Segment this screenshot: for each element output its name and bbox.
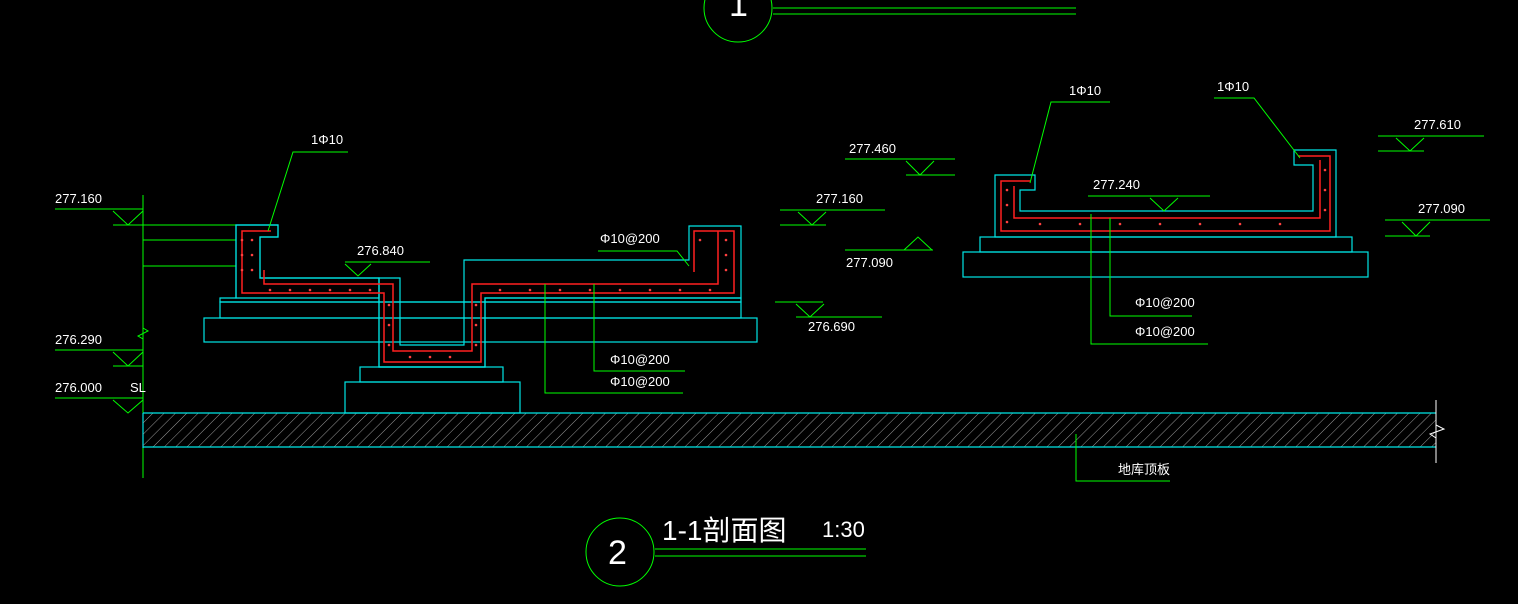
rebar-label: Φ10@200 — [610, 374, 670, 389]
rebar-label: Φ10@200 — [610, 352, 670, 367]
right-section — [962, 97, 1369, 345]
detail-number: 2 — [608, 534, 627, 572]
rebar-label: 1Φ10 — [1217, 79, 1249, 94]
elevation-label: 276.840 — [357, 243, 404, 258]
elevation-label: 277.160 — [55, 191, 102, 206]
slab-label-leader — [1075, 434, 1170, 482]
rebar-label: Φ10@200 — [600, 231, 660, 246]
elevation-label: 276.000 — [55, 380, 102, 395]
elevation-label: 276.290 — [55, 332, 102, 347]
top-detail-bubble — [703, 0, 1076, 43]
slab-label: 地库顶板 — [1118, 462, 1170, 477]
elevation-label: 277.240 — [1093, 177, 1140, 192]
section-title-block — [585, 517, 866, 587]
elevation-label: 277.090 — [1418, 201, 1465, 216]
drawing-title: 1-1剖面图 — [662, 515, 786, 546]
drawing-scale: 1:30 — [822, 517, 865, 542]
rebar-label: Φ10@200 — [1135, 324, 1195, 339]
rebar-label: 1Φ10 — [311, 132, 343, 147]
left-rebar-dots — [240, 238, 728, 359]
rebar-label: 1Φ10 — [1069, 83, 1101, 98]
basement-roof-slab — [143, 400, 1446, 463]
rebar-label: Φ10@200 — [1135, 295, 1195, 310]
left-section — [203, 151, 758, 414]
elevation-label: 277.610 — [1414, 117, 1461, 132]
elevation-label: 277.160 — [816, 191, 863, 206]
top-detail-number: 1 — [729, 0, 748, 24]
elevation-label: 277.460 — [849, 141, 896, 156]
sl-label: SL — [130, 380, 146, 395]
right-rebar-dots — [1005, 168, 1327, 226]
elevation-label: 276.690 — [808, 319, 855, 334]
elevation-markers — [55, 135, 1490, 414]
elevation-label: 277.090 — [846, 255, 893, 270]
